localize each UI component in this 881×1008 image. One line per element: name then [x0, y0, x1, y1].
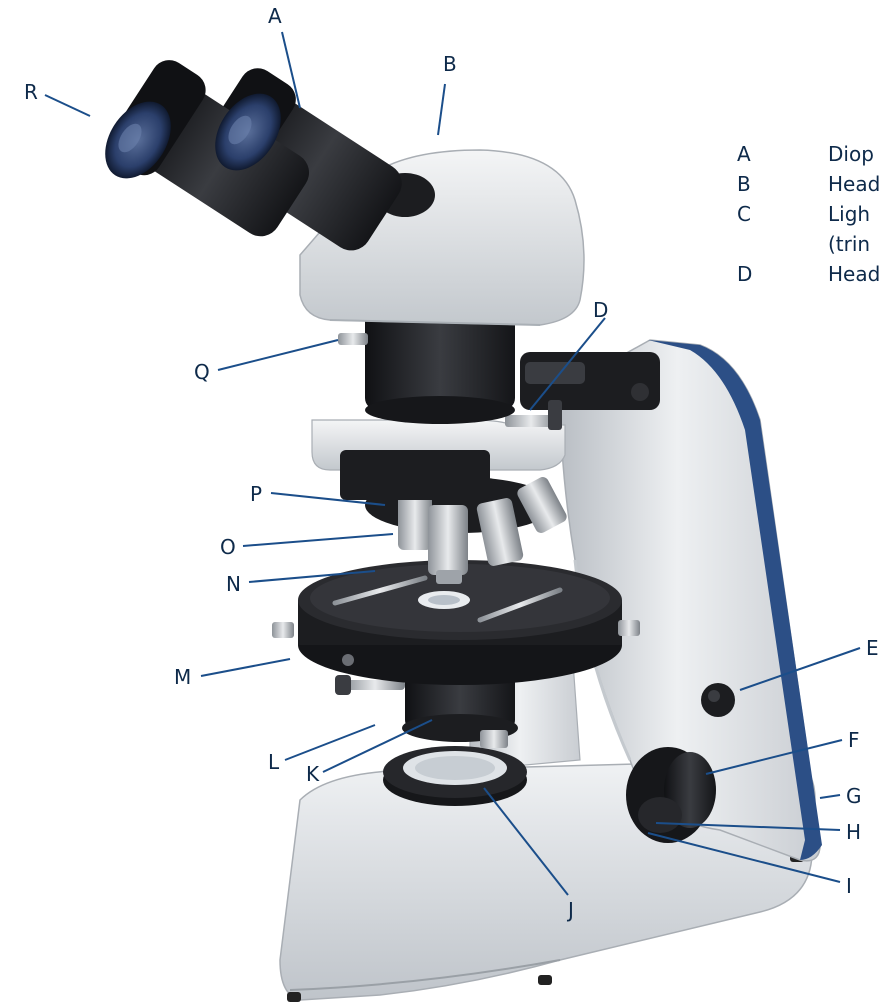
callout-r: R: [24, 82, 38, 102]
light-source: [383, 746, 527, 806]
legend-key: A: [737, 142, 751, 166]
legend-text: Head: [828, 172, 880, 196]
callout-f: F: [848, 730, 860, 750]
legend-text: (trin: [828, 232, 870, 256]
leader-line-o: [243, 534, 393, 546]
callout-m: M: [174, 667, 191, 687]
callout-k: K: [306, 764, 319, 784]
legend-key: C: [737, 202, 751, 226]
leader-line-b: [438, 84, 445, 135]
legend-key: B: [737, 172, 751, 196]
callout-p: P: [250, 484, 262, 504]
callout-h: H: [846, 822, 861, 842]
leader-line-g: [820, 795, 840, 798]
leader-line-l: [285, 725, 375, 760]
callout-n: N: [226, 574, 241, 594]
legend-key: D: [737, 262, 752, 286]
callout-d: D: [593, 300, 608, 320]
leader-line-q: [218, 340, 338, 370]
callout-j: J: [568, 900, 574, 920]
callout-a: A: [268, 6, 282, 26]
legend-text: Head: [828, 262, 880, 286]
callout-o: O: [220, 537, 236, 557]
callout-e: E: [866, 638, 879, 658]
callout-i: I: [846, 876, 852, 896]
leader-line-r: [45, 95, 90, 116]
leader-line-m: [201, 659, 290, 676]
callout-q: Q: [194, 362, 210, 382]
callout-l: L: [268, 752, 279, 772]
callout-g: G: [846, 786, 862, 806]
callout-b: B: [443, 54, 457, 74]
eyepieces: [92, 53, 416, 268]
legend-text: Diop: [828, 142, 874, 166]
legend-text: Ligh: [828, 202, 870, 226]
